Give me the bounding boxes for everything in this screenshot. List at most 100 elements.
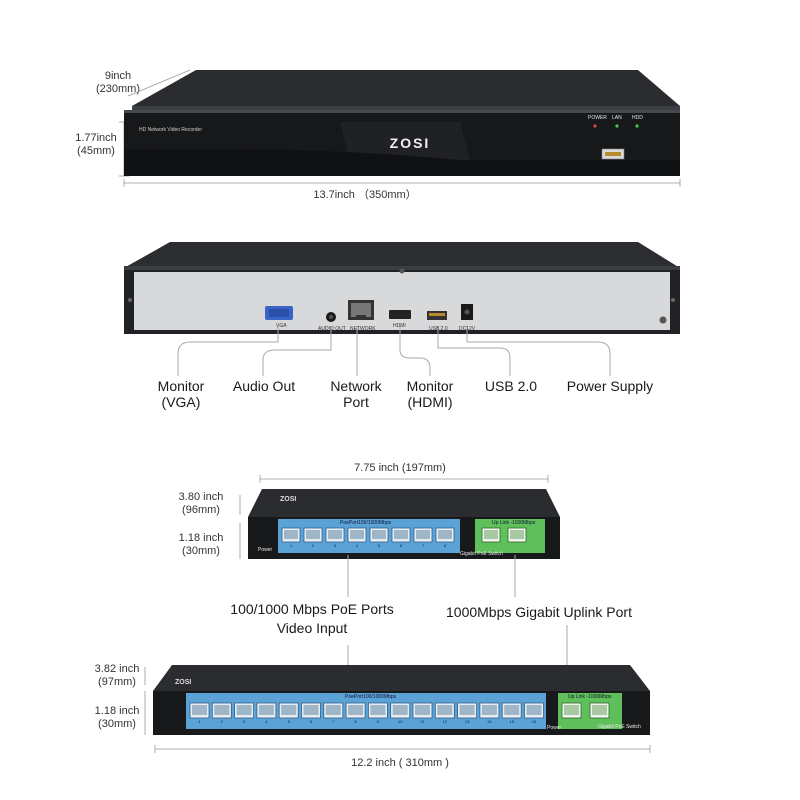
port-label-dc: DC12V — [459, 326, 476, 332]
callout-network-port: Network Port — [330, 378, 382, 410]
poe-port-socket — [236, 705, 252, 715]
callout-usb: USB 2.0 — [484, 378, 538, 394]
nvr-front-section: 9inch (230mm) 1.77inch (45mm) 13.7inch （… — [0, 0, 800, 215]
nvr-depth-label: 9inch (230mm) — [88, 70, 148, 96]
poe-port-number: 10 — [398, 719, 403, 724]
port-label-usb: USB 2.0 — [429, 326, 448, 332]
nvr-depth-mm: (230mm) — [95, 83, 140, 95]
poe-port-socket — [325, 705, 341, 715]
port-label-audio: AUDIO OUT — [318, 326, 346, 332]
nvr-model-text: HD Network Video Recorder — [139, 127, 202, 133]
poe-port-number: 15 — [509, 719, 514, 724]
callout-power-supply: Power Supply — [566, 378, 654, 394]
switch16-height-label: 1.18 inch (30mm) — [94, 705, 140, 730]
nvr-rear-drawing — [124, 242, 680, 376]
poe-port-socket — [303, 705, 319, 715]
nvr-width-label: 13.7inch （350mm） — [313, 189, 417, 201]
poe-port-socket — [394, 530, 408, 539]
poe-port-socket — [192, 705, 207, 715]
poe-port-socket — [416, 530, 430, 539]
poe-port-number: 1 — [198, 719, 201, 724]
switch8-power-label: Power — [258, 547, 273, 553]
poe-port-number: 11 — [420, 719, 425, 724]
poe-port-socket — [328, 530, 342, 539]
poe-port-number: 4 — [356, 543, 359, 548]
callout-monitor-hdmi: Monitor (HDMI) — [406, 378, 454, 410]
poe-port-number: 2 — [312, 543, 315, 548]
poe-port-number: 1 — [290, 543, 293, 548]
poe-port-number: 4 — [265, 719, 268, 724]
poe-port-socket — [437, 705, 453, 715]
switch8-poe-label: PoePort100/1000Mbps — [340, 520, 392, 526]
switch16-brand-logo: ZOSI — [175, 679, 192, 686]
switch16-width-label: 12.2 inch ( 310mm ) — [351, 757, 449, 769]
poe-port-socket — [348, 705, 364, 715]
nvr-height-value: 1.77inch — [75, 132, 117, 144]
poe-port-socket — [481, 705, 497, 715]
switch16-switch-label: Gigabit PoE Switch — [598, 724, 641, 730]
poe-port-socket — [526, 705, 542, 715]
poe-port-socket — [392, 705, 408, 715]
poe-port-number: 8 — [444, 543, 447, 548]
switch8-poe-ports: 1 2 3 4 5 6 7 8 — [281, 527, 527, 548]
nvr-led-lan-label: LAN — [612, 115, 622, 121]
switch8-depth-label: 3.80 inch (96mm) — [178, 491, 224, 516]
switch8-switch-label: Gigabit PoE Switch — [460, 551, 503, 557]
poe-port-socket — [214, 705, 230, 715]
poe-port-number: 9 — [377, 719, 380, 724]
poe-port-socket — [415, 705, 430, 715]
poe-port-socket — [438, 530, 452, 539]
callout-audio-out: Audio Out — [232, 378, 296, 394]
nvr-rear-section: VGA AUDIO OUT NETWORK HDMI USB 2.0 DC12V… — [0, 230, 800, 420]
poe-port-number: 2 — [221, 719, 224, 724]
poe-port-socket — [306, 530, 320, 539]
nvr-led-power-label: POWER — [588, 115, 607, 121]
poe-port-socket — [504, 705, 520, 715]
switch16-uplink-label: Up Link -1000Mbps — [568, 694, 612, 700]
nvr-front-drawing — [119, 69, 681, 187]
nvr-depth-value: 9inch — [104, 70, 132, 82]
nvr-brand-logo: ZOSI — [389, 135, 431, 151]
poe-port-number: 14 — [487, 719, 492, 724]
switch8-width-label: 7.75 inch (197mm) — [354, 462, 446, 474]
uplink-port-socket — [484, 530, 498, 539]
poe-port-number: 16 — [532, 719, 537, 724]
uplink-port-socket — [564, 705, 579, 715]
switch16-poe-label: PoePort100/1000Mbps — [345, 694, 397, 700]
poe-port-socket — [459, 705, 475, 715]
poe-port-number: 7 — [422, 543, 425, 548]
poe-port-number: 7 — [332, 719, 335, 724]
poe-port-number: 5 — [378, 543, 381, 548]
poe-port-number: 5 — [288, 719, 291, 724]
poe-port-socket — [258, 705, 274, 715]
switch8-uplink-label: Up Link -1000Mbps — [492, 520, 536, 526]
poe-port-socket — [284, 530, 298, 539]
poe-port-number: 12 — [443, 719, 448, 724]
callout-monitor-vga: Monitor (VGA) — [157, 378, 205, 410]
port-label-network: NETWORK — [350, 326, 376, 332]
nvr-led-hdd-label: HDD — [632, 115, 643, 121]
switch8-section: 7.75 inch (197mm) 3.80 inch (96mm) 1.18 … — [0, 455, 800, 565]
poe-port-number: 6 — [400, 543, 403, 548]
poe-port-number: 3 — [243, 719, 246, 724]
poe-port-socket — [350, 530, 364, 539]
uplink-port-socket — [510, 530, 524, 539]
poe-port-socket — [372, 530, 386, 539]
poe-port-number: 6 — [310, 719, 313, 724]
poe-port-socket — [281, 705, 297, 715]
callout-poe-ports: 100/1000 Mbps PoE Ports Video Input — [230, 601, 394, 636]
poe-port-number: 3 — [334, 543, 337, 548]
switch16-section: 3.82 inch (97mm) 1.18 inch (30mm) 12.2 i… — [0, 655, 800, 800]
nvr-height-mm: (45mm) — [77, 145, 115, 157]
uplink-port-socket — [592, 705, 607, 715]
switch16-depth-label: 3.82 inch (97mm) — [94, 663, 140, 688]
port-label-vga: VGA — [276, 323, 287, 329]
callout-uplink-port: 1000Mbps Gigabit Uplink Port — [446, 604, 632, 620]
poe-port-number: 13 — [465, 719, 470, 724]
switch8-brand-logo: ZOSI — [280, 496, 297, 503]
port-label-hdmi: HDMI — [393, 323, 406, 329]
nvr-height-label: 1.77inch (45mm) — [70, 132, 122, 158]
switch8-height-label: 1.18 inch (30mm) — [178, 532, 224, 557]
switch16-power-label: Power — [547, 725, 562, 731]
